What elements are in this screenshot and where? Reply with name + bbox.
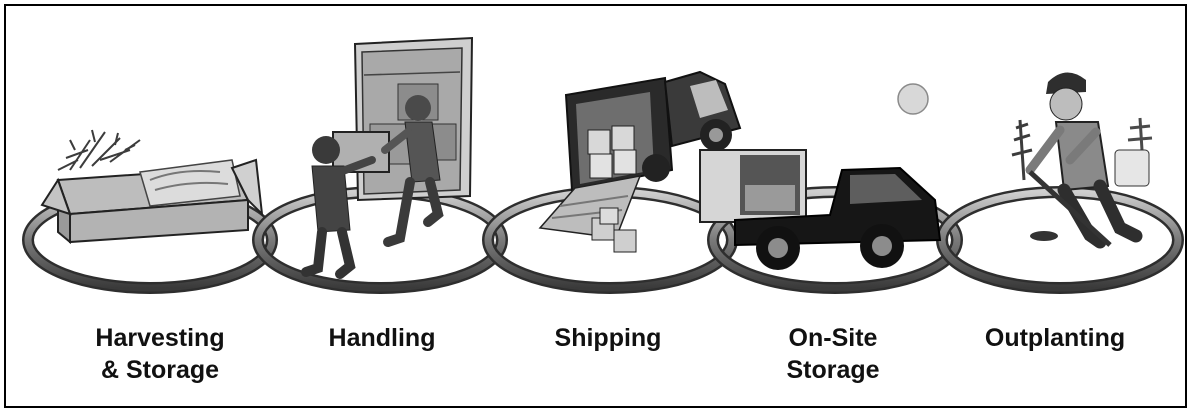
stage-label-line: Outplanting [960, 322, 1150, 354]
stage-label-line: Handling [287, 322, 477, 354]
stage-label-line: Harvesting [65, 322, 255, 354]
stage-label-line: Storage [738, 354, 928, 386]
ring-outplanting [942, 192, 1178, 288]
stage-label-shipping: Shipping [513, 322, 703, 354]
workers-loading-truck-icon [306, 38, 472, 274]
stage-label-outplanting: Outplanting [960, 322, 1150, 354]
stage-label-line: On-Site [738, 322, 928, 354]
stage-label-harvesting: Harvesting & Storage [65, 322, 255, 386]
box-of-seedlings-icon [42, 130, 262, 242]
pickup-truck-with-cooler-icon [700, 150, 940, 270]
planter-with-hoe-icon [1012, 72, 1152, 245]
stage-label-onsite: On-Site Storage [738, 322, 928, 386]
stage-label-handling: Handling [287, 322, 477, 354]
ring-handling [258, 192, 502, 288]
stage-label-line: & Storage [65, 354, 255, 386]
stage-label-line: Shipping [513, 322, 703, 354]
sun-icon [898, 84, 928, 114]
